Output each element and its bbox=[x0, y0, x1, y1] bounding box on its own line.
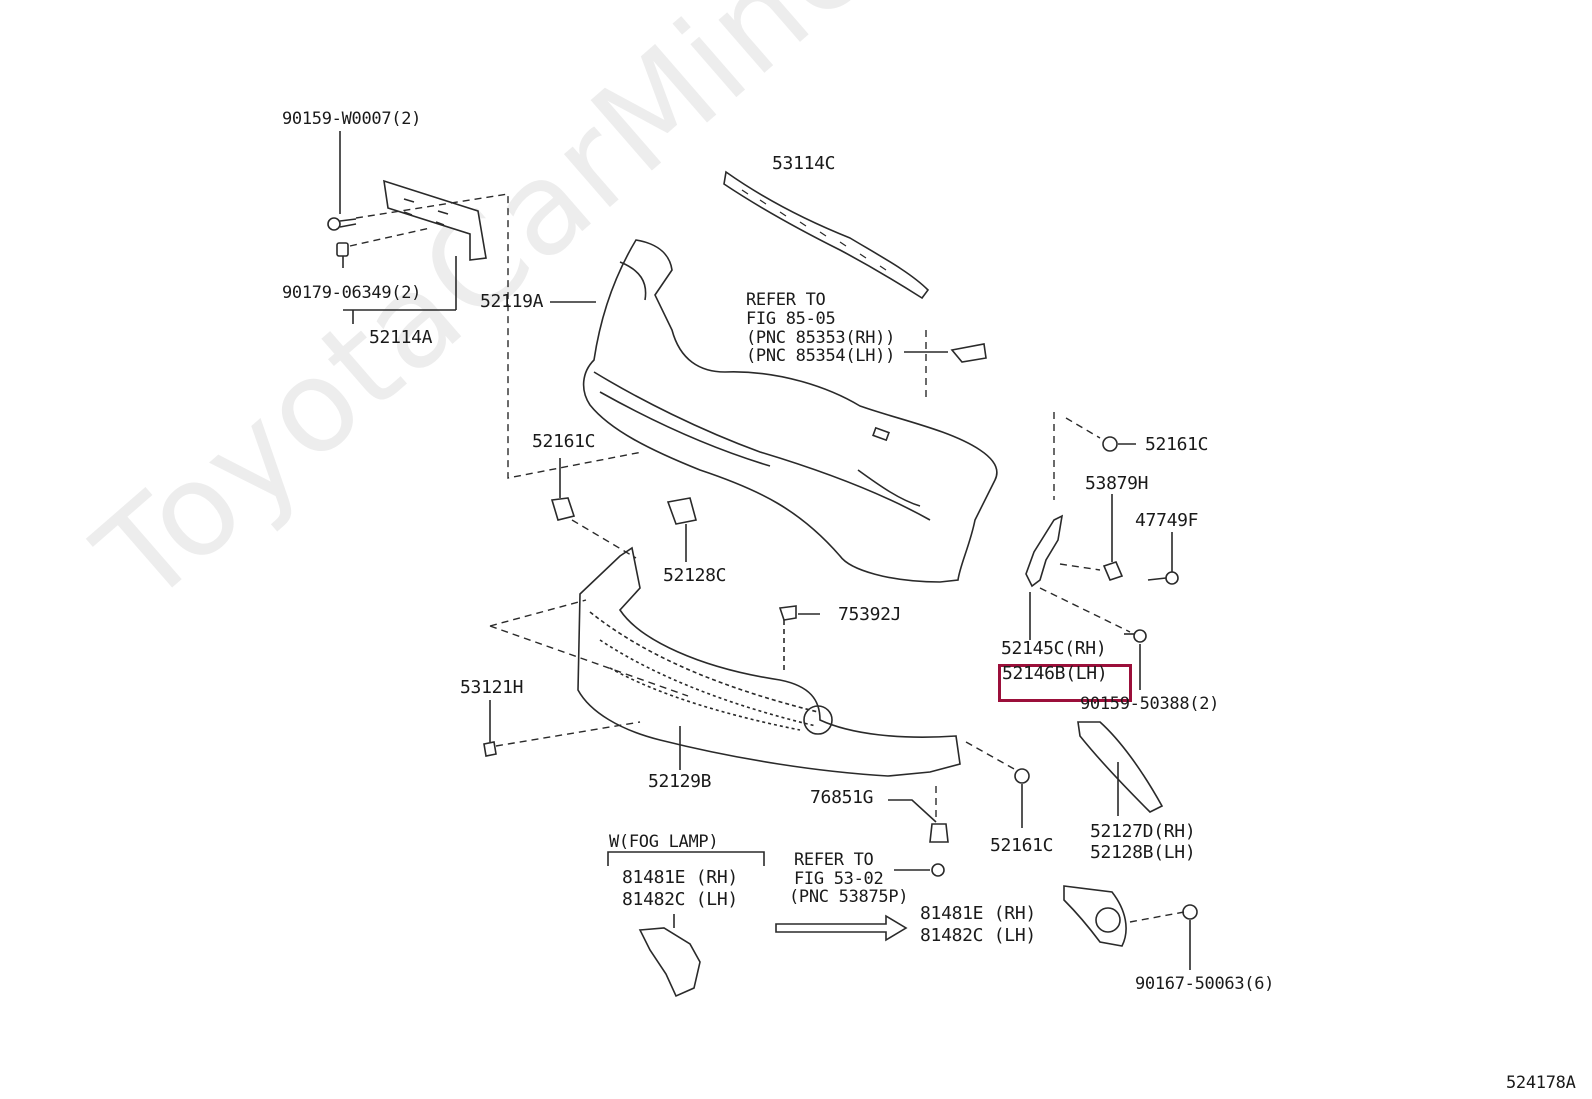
label-52161C-right[interactable]: 52161C bbox=[1145, 434, 1209, 455]
label-52146B[interactable]: 52146B(LH) bbox=[1002, 663, 1108, 684]
label-refer85-line3[interactable]: (PNC 85353(RH)) bbox=[746, 328, 896, 348]
label-90167-50063[interactable]: 90167-50063(6) bbox=[1135, 974, 1275, 994]
label-52128B[interactable]: 52128B(LH) bbox=[1090, 842, 1196, 863]
label-52161C-bottom[interactable]: 52161C bbox=[990, 835, 1054, 856]
label-81482C-left[interactable]: 81482C (LH) bbox=[622, 889, 738, 910]
label-53121H[interactable]: 53121H bbox=[460, 677, 524, 698]
label-81482C-right[interactable]: 81482C (LH) bbox=[920, 925, 1036, 946]
fog-lamp-right-part[interactable] bbox=[1063, 885, 1127, 947]
screw-90167-50063-icon[interactable] bbox=[1182, 904, 1198, 920]
cap-52128C-part[interactable] bbox=[666, 497, 697, 525]
label-fog-lamp-condition: W(FOG LAMP) bbox=[609, 832, 719, 852]
nut-90179-06349-icon[interactable] bbox=[336, 242, 349, 257]
label-90159-W0007[interactable]: 90159-W0007(2) bbox=[282, 109, 422, 129]
label-52129B[interactable]: 52129B bbox=[648, 771, 712, 792]
label-52128C[interactable]: 52128C bbox=[663, 565, 727, 586]
label-81481E-left[interactable]: 81481E (RH) bbox=[622, 867, 738, 888]
label-53114C[interactable]: 53114C bbox=[772, 153, 836, 174]
label-75392J[interactable]: 75392J bbox=[838, 604, 902, 625]
label-90159-50388[interactable]: 90159-50388(2) bbox=[1080, 694, 1220, 714]
label-53879H[interactable]: 53879H bbox=[1085, 473, 1149, 494]
bumper-cover-52119A-part[interactable] bbox=[582, 239, 998, 583]
license-bracket-52114A-part[interactable] bbox=[383, 179, 487, 261]
screw-47749F-icon[interactable] bbox=[1147, 571, 1179, 585]
label-76851G[interactable]: 76851G bbox=[810, 787, 874, 808]
label-81481E-right[interactable]: 81481E (RH) bbox=[920, 903, 1036, 924]
clip-76851G-icon[interactable] bbox=[929, 823, 949, 843]
label-refer85-line2: FIG 85-05 bbox=[746, 309, 836, 329]
clip-53879H-icon[interactable] bbox=[1102, 561, 1124, 581]
bracket-52127D-part[interactable] bbox=[1077, 721, 1164, 813]
label-refer85-line1: REFER TO bbox=[746, 290, 826, 310]
clip-53121H-icon[interactable] bbox=[483, 741, 497, 757]
highlight-box-52146B bbox=[998, 664, 1132, 702]
figure-id: 524178A bbox=[1506, 1073, 1576, 1093]
clip-52161C-bottom-icon[interactable] bbox=[1014, 768, 1030, 784]
label-90179-06349[interactable]: 90179-06349(2) bbox=[282, 283, 422, 303]
label-52161C-left[interactable]: 52161C bbox=[532, 431, 596, 452]
clip-52161C-right-icon[interactable] bbox=[1102, 436, 1118, 452]
clip-52161C-left-icon[interactable] bbox=[550, 497, 576, 521]
upper-grille-53114C-part[interactable] bbox=[723, 170, 930, 300]
label-52145C[interactable]: 52145C(RH) bbox=[1001, 638, 1107, 659]
label-refer53-line2: FIG 53-02 bbox=[794, 869, 884, 889]
side-bracket-52146B-part[interactable] bbox=[1025, 514, 1064, 588]
label-52114A[interactable]: 52114A bbox=[369, 327, 433, 348]
washer-cover-icon[interactable] bbox=[950, 343, 987, 363]
label-52127D[interactable]: 52127D(RH) bbox=[1090, 821, 1196, 842]
lower-grille-52129B-part[interactable] bbox=[577, 546, 961, 777]
label-47749F[interactable]: 47749F bbox=[1135, 510, 1199, 531]
refer-arrow-icon bbox=[775, 914, 908, 942]
bolt-90159-50388-icon[interactable] bbox=[1124, 629, 1147, 643]
label-52119A[interactable]: 52119A bbox=[480, 291, 544, 312]
fog-lamp-bracket-left-part[interactable] bbox=[638, 927, 701, 998]
label-refer53-line3[interactable]: (PNC 53875P) bbox=[789, 887, 909, 907]
label-refer85-line4[interactable]: (PNC 85354(LH)) bbox=[746, 346, 896, 366]
nut-refer-53-icon[interactable] bbox=[931, 863, 945, 877]
clip-75392J-icon[interactable] bbox=[778, 605, 797, 621]
bolt-90159-W0007-icon[interactable] bbox=[327, 217, 357, 231]
label-refer53-line1: REFER TO bbox=[794, 850, 874, 870]
